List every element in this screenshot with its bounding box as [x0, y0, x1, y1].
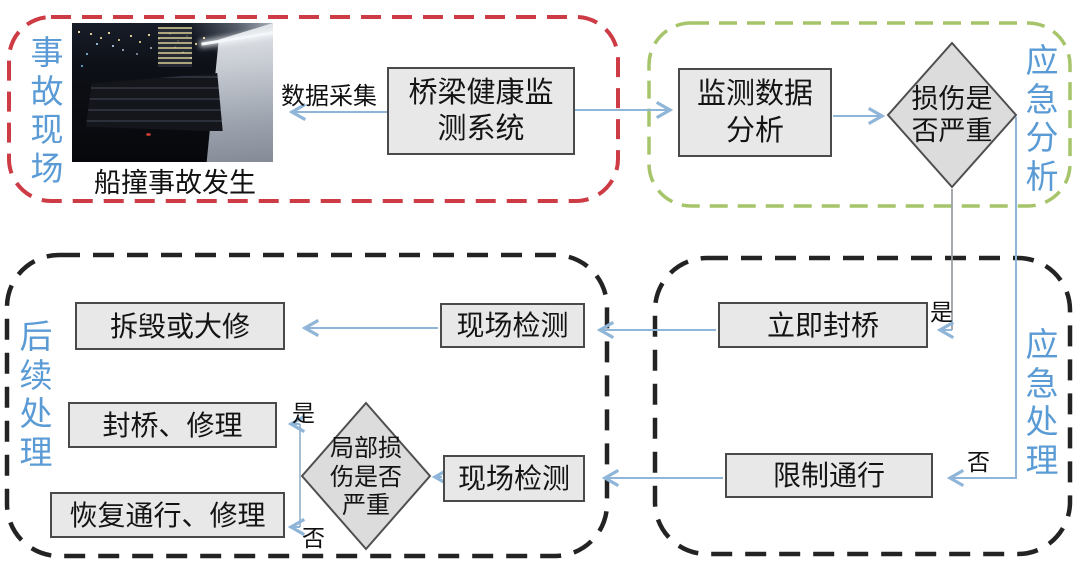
node-immediately-close-bridge: 立即封桥 [718, 302, 928, 348]
node-restore-traffic-repair: 恢复通行、修理 [50, 492, 285, 538]
decision-damage-severe-label: 损伤是 否严重 [911, 84, 993, 146]
accident-photo [72, 23, 273, 162]
node-label: 立即封桥 [766, 309, 879, 341]
node-demolish-or-major-repair: 拆毁或大修 [75, 302, 285, 350]
photo-city-lights [78, 31, 80, 33]
photo-lit-building [158, 27, 192, 67]
node-restrict-traffic: 限制通行 [725, 453, 933, 498]
node-label: 限制通行 [772, 460, 885, 491]
node-site-inspection-bottom: 现场检测 [443, 455, 585, 502]
node-label: 封桥、修理 [102, 409, 243, 441]
node-monitoring-data-analysis: 监测数据 分析 [678, 68, 832, 157]
section-label-emergency-analysis: 应急分析 [1025, 42, 1059, 195]
section-label-followup-handling: 后续处理 [19, 318, 53, 471]
edge-label-yes-top: 是 [930, 299, 953, 325]
node-label: 现场检测 [456, 310, 569, 341]
node-site-inspection-top: 现场检测 [440, 303, 585, 348]
photo-ship-hull [86, 73, 223, 132]
edge-label-data-collection: 数据采集 [281, 83, 377, 110]
decision-local-damage-label: 局部损 伤是否 严重 [330, 434, 402, 520]
edge-label-no-bottom: 否 [302, 525, 325, 551]
photo-caption: 船撞事故发生 [94, 168, 256, 198]
edge-label-no-top: 否 [967, 449, 990, 475]
emergency-handling-section-border [652, 255, 1073, 557]
node-label: 现场检测 [457, 463, 570, 494]
node-close-bridge-repair: 封桥、修理 [68, 402, 277, 448]
node-label: 拆毁或大修 [109, 310, 250, 342]
section-label-accident-scene: 事故现场 [30, 34, 64, 187]
node-label: 监测数据 分析 [696, 78, 813, 147]
edge-label-yes-bottom: 是 [292, 400, 315, 426]
accident-scene-section-border [7, 15, 620, 203]
connector-decision-no-path [946, 117, 1017, 488]
photo-signal-light [146, 132, 152, 136]
node-bridge-health-monitoring-system: 桥梁健康监 测系统 [387, 67, 575, 155]
section-label-emergency-handling: 应急处理 [1025, 326, 1059, 479]
followup-handling-section-border [4, 252, 610, 559]
node-label: 桥梁健康监 测系统 [408, 76, 554, 145]
node-label: 恢复通行、修理 [69, 499, 266, 531]
decision-damage-severe-diamond [886, 41, 1018, 189]
decision-local-damage-diamond [300, 401, 432, 551]
emergency-analysis-section-border [647, 21, 1072, 208]
